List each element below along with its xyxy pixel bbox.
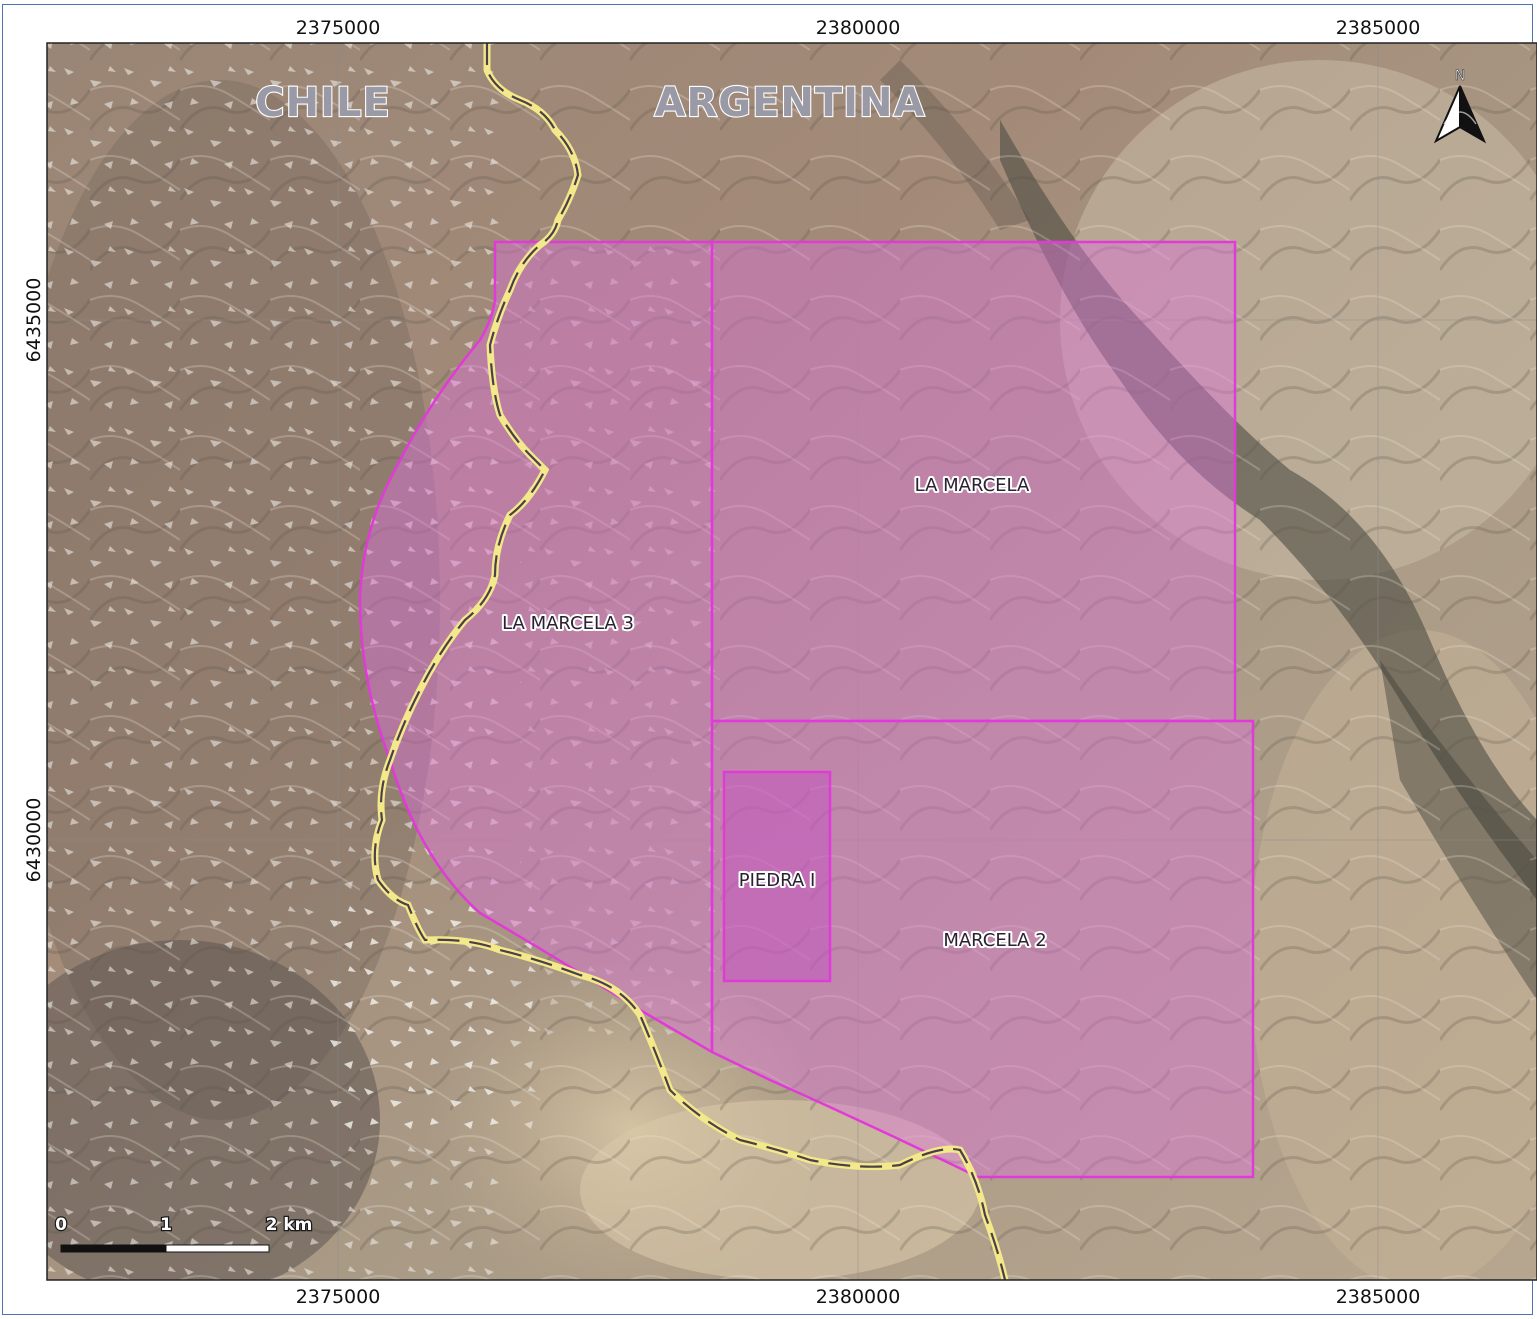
x-coord-label-bottom: 2380000 <box>816 1286 901 1308</box>
scale-label-0: 0 <box>55 1215 67 1235</box>
claim-la-marcela-3[interactable] <box>358 240 714 1055</box>
north-label: N <box>1455 68 1465 84</box>
scale-bar: 0 1 2 km <box>54 1214 314 1253</box>
claim-marcela-2[interactable] <box>710 719 1255 1179</box>
x-coord-label-top: 2380000 <box>816 17 901 39</box>
scale-label-2km: 2 km <box>266 1215 313 1235</box>
north-arrow-icon: N <box>1433 68 1487 144</box>
claim-label-marcela-2: MARCELA 2 <box>943 930 1046 951</box>
x-coord-label-bottom: 2375000 <box>296 1286 381 1308</box>
claim-label-la-marcela: LA MARCELA <box>915 475 1030 496</box>
country-label-argentina: ARGENTINA <box>655 80 926 126</box>
international-border <box>371 43 1009 1281</box>
y-coord-label: 6435000 <box>23 278 45 363</box>
coordinate-grid <box>47 43 1537 1280</box>
x-coord-label-top: 2375000 <box>296 17 381 39</box>
mining-claims <box>358 240 1255 1179</box>
claim-la-marcela[interactable] <box>710 240 1237 723</box>
x-coord-label-top: 2385000 <box>1336 17 1421 39</box>
country-label-chile: CHILE <box>255 80 391 126</box>
claim-label-piedra-i: PIEDRA I <box>739 870 816 891</box>
claim-piedra-i[interactable] <box>722 770 832 983</box>
x-coord-label-bottom: 2385000 <box>1336 1286 1421 1308</box>
y-coord-label: 6430000 <box>23 798 45 883</box>
claim-label-la-marcela-3: LA MARCELA 3 <box>502 613 634 634</box>
map-neatline <box>46 42 1537 1281</box>
scale-label-1: 1 <box>160 1215 172 1235</box>
